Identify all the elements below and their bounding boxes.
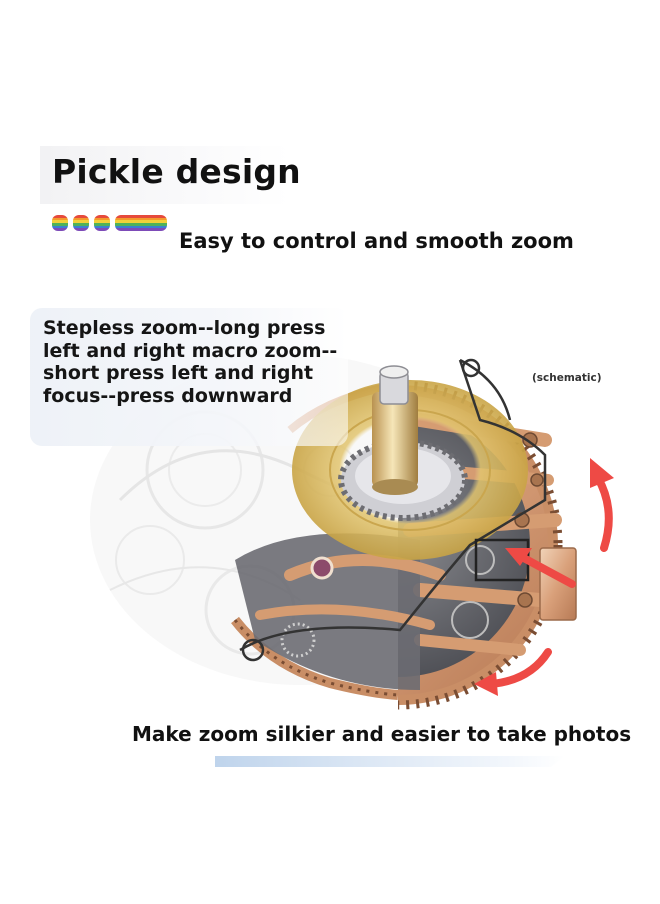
- control-description: Stepless zoom--long press left and right…: [43, 317, 338, 407]
- rainbow-decoration: [52, 215, 68, 231]
- description-card: [30, 308, 348, 446]
- title-background: [40, 146, 290, 204]
- rainbow-decoration: [115, 215, 167, 231]
- gear-mechanism-illustration: [90, 355, 614, 710]
- page-subtitle: Easy to control and smooth zoom: [179, 229, 574, 253]
- rainbow-decoration: [73, 215, 89, 231]
- footer-caption: Make zoom silkier and easier to take pho…: [132, 722, 632, 746]
- page-title: Pickle design: [52, 152, 301, 191]
- caption-underline: [215, 756, 565, 767]
- rainbow-decoration: [94, 215, 110, 231]
- schematic-label: (schematic): [532, 372, 602, 384]
